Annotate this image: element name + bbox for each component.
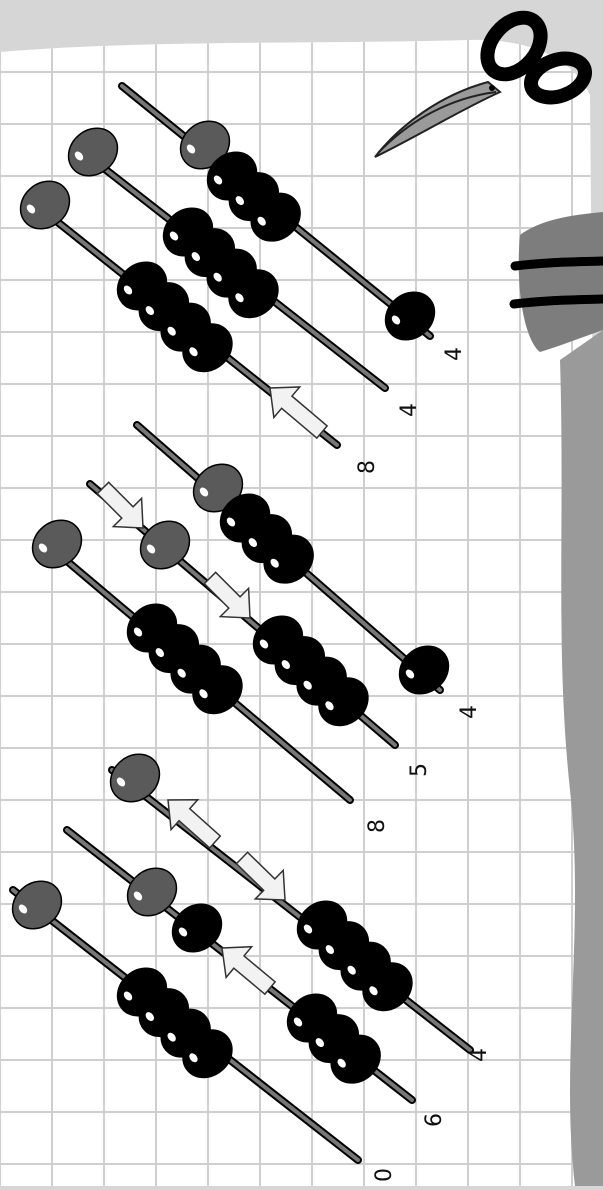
rod-value-label: 4 [457, 705, 482, 719]
rod-value-label: 4 [442, 347, 467, 361]
rod-value-label: 0 [372, 1168, 397, 1182]
shadow-panel [519, 212, 603, 352]
rod-value-label: 8 [355, 460, 380, 474]
rod-value-label: 5 [407, 763, 432, 777]
rod-value-label: 8 [365, 819, 390, 833]
rod-value-label: 6 [422, 1113, 447, 1127]
rod-value-label: 4 [467, 1048, 492, 1062]
rod-value-label: 4 [397, 403, 422, 417]
